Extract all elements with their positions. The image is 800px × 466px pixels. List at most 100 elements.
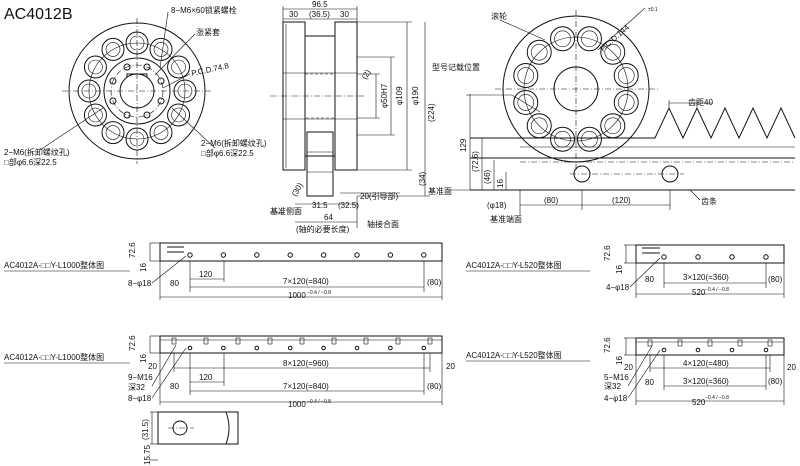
l1000a-tol: −0.4 / −0.8 [307, 290, 331, 296]
l520b-d20b: 20 [787, 363, 796, 372]
layout-l520-a: 72.6 16 AC4012A-□□Y-L520整体图 80 3×120(=36… [466, 244, 785, 298]
bolt-hole [109, 97, 117, 105]
l520a-d80: 80 [645, 275, 654, 284]
front-roller-set [77, 31, 197, 151]
front-bolt-set [109, 63, 165, 119]
mount-hole [221, 345, 226, 351]
roller-inner [171, 107, 186, 123]
roller-outer [125, 127, 149, 151]
roller-outer [550, 26, 576, 52]
l1000a-pitch: 7×120(=840) [283, 277, 329, 286]
side-dim-32-5: (32.5) [338, 201, 359, 210]
l520b-hole: 4−φ18 [604, 394, 628, 403]
roller-inner [554, 30, 571, 48]
bolt-hole [123, 63, 131, 71]
front-pcd-label: P.C.D.74.8 [191, 61, 231, 78]
rack-pitch-label: 齿距40 [688, 98, 713, 107]
tap-hole [395, 337, 401, 345]
l1000a-title: AC4012A-□□Y-L1000整体图 [4, 260, 104, 270]
l1000a-end80: (80) [427, 278, 442, 287]
roller-inner [129, 35, 145, 51]
drawing-title: AC4012B [4, 6, 73, 23]
mount-hole [254, 252, 260, 258]
tap-hole [767, 339, 773, 347]
roller-inner [81, 83, 97, 99]
roller-outer [513, 89, 539, 115]
bolt-hole [143, 63, 151, 71]
side-shaft-len-label: (轴的必要长度) [296, 224, 350, 234]
rack-dim-129: 129 [459, 138, 468, 152]
mount-hole [695, 254, 701, 260]
l1000b-d20b: 20 [446, 362, 455, 371]
rack-dim-72-6: (72.6) [471, 151, 480, 172]
tap-hole [171, 337, 177, 345]
l520b-tap: 5−M16 [604, 373, 629, 382]
rack-roller-label: 滚轮 [491, 11, 507, 21]
l1000b-hole-set [187, 345, 427, 351]
roller-inner [105, 125, 121, 140]
tap-hole [647, 339, 653, 347]
l520b-total: 520 [692, 398, 706, 407]
l520a-hole-set [661, 254, 769, 260]
tap-hole [203, 337, 209, 345]
rack-model-label: 型号记载位置 [432, 62, 480, 72]
rack-dim-120: (120) [612, 196, 631, 205]
rack-view: 129 (72.6) (46) 16 基准面 (φ18) (80) (120) … [428, 7, 796, 224]
roller-inner [88, 59, 103, 75]
roller-outer [83, 55, 107, 79]
bolt-hole [123, 111, 131, 119]
roller-outer [101, 121, 125, 145]
side-dim-31-5: 31.5 [312, 201, 328, 210]
bolt-hole [157, 97, 165, 105]
front-right-note-1: 2−M6(拆卸螺纹孔) [201, 138, 267, 148]
l520b-d20a: 20 [624, 363, 633, 372]
roller-inner [171, 59, 186, 75]
roller-inner [517, 67, 535, 84]
mount-hole [220, 252, 227, 258]
mount-hole [321, 345, 326, 351]
side-dim-30a: 30 [289, 10, 298, 19]
l1000a-d80: 80 [170, 279, 179, 288]
side-shaft-face-label: 轴接合面 [367, 219, 399, 229]
roller-inner [581, 30, 598, 48]
mount-hole [661, 254, 667, 260]
l520a-h: 72.6 [603, 245, 612, 261]
side-dim-96-5: 96.5 [312, 0, 328, 9]
l520a-end80: (80) [768, 275, 783, 284]
side-dim-224: (224) [427, 103, 436, 122]
mount-hole [387, 252, 394, 258]
side-dim-30c: (30) [290, 181, 305, 198]
side-dim-34: (34) [418, 171, 427, 186]
roller-outer [613, 63, 639, 89]
roller-outer [600, 39, 626, 65]
rack-label: 齿条 [701, 196, 717, 206]
roller-outer [576, 126, 602, 152]
roller-outer [526, 39, 552, 65]
roller-inner [617, 67, 635, 84]
l1000a-total: 1000 [288, 291, 306, 300]
mount-hole [729, 254, 735, 260]
roller-inner [177, 83, 193, 99]
l520b-pitch-tap: 4×120(=480) [683, 359, 729, 368]
front-right-note-2: □部φ6.6深22.5 [201, 148, 254, 158]
l1000b-pitch-tap: 8×120(=960) [283, 359, 329, 368]
layout-l1000-a: 72.6 16 AC4012A-□□Y-L1000整体图 120 80 7×12… [4, 242, 443, 300]
mount-hole [354, 252, 360, 258]
tap-hole [427, 337, 433, 345]
tap-hole [267, 337, 273, 345]
rack-dim-16: 16 [496, 179, 505, 188]
roller-outer [613, 89, 639, 115]
rack-dim-80: (80) [544, 196, 559, 205]
mount-hole [388, 345, 393, 351]
tap-hole [235, 337, 241, 345]
mount-hole [287, 345, 293, 351]
l520a-total: 520 [692, 288, 706, 297]
mount-hole [729, 347, 735, 353]
roller-inner [604, 117, 622, 135]
rack-base-end-label: 基准端面 [490, 214, 522, 224]
end-dim-31-5: (31.5) [141, 419, 150, 440]
side-dim-2: (2) [360, 68, 373, 81]
tap-hole [299, 337, 305, 345]
l1000b-d80: 80 [170, 382, 179, 391]
